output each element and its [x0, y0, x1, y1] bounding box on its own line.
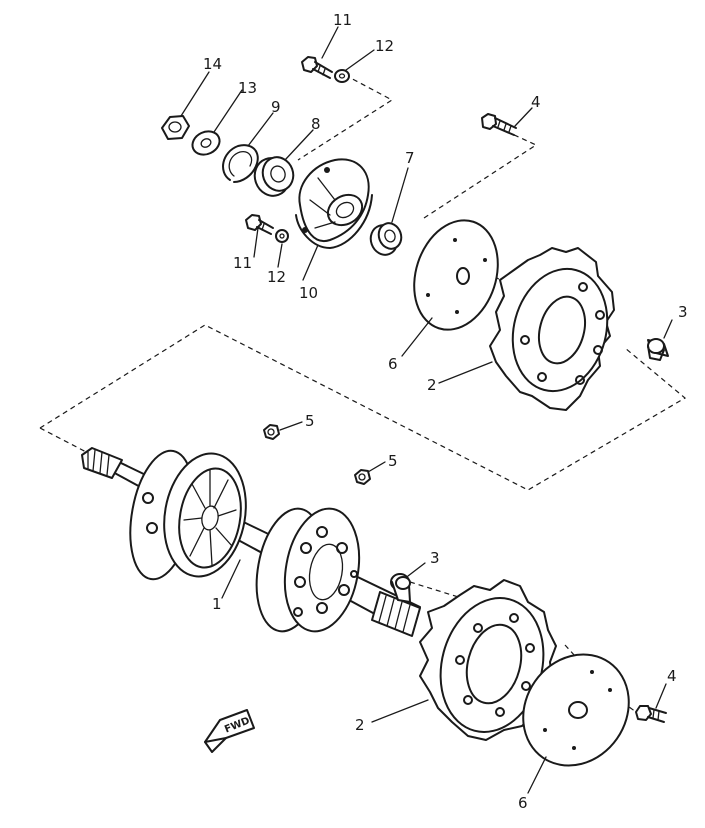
- washer-13: [191, 130, 221, 156]
- callout-10: 10: [299, 284, 318, 302]
- spacer-3-upper: [647, 338, 669, 361]
- callout-8: 8: [311, 115, 321, 133]
- callout-11-lower: 11: [233, 254, 252, 272]
- callout-4-lower: 4: [667, 667, 677, 685]
- bolt-4-lower: [635, 705, 667, 723]
- nut-5-lower: [354, 469, 371, 485]
- bolt-11-upper: [301, 56, 333, 79]
- callout-12-upper: 12: [375, 37, 394, 55]
- callout-5-lower: 5: [388, 452, 398, 470]
- nut-5-upper: [263, 424, 280, 440]
- callout-14: 14: [203, 55, 222, 73]
- part-callouts: 14 13 9 8 11 12 4 7 11 12 10 6 2 3 5 5 3…: [203, 11, 688, 812]
- callout-7: 7: [405, 149, 415, 167]
- callout-6-upper: 6: [388, 355, 398, 373]
- bolt-4-upper: [481, 113, 517, 136]
- callout-13: 13: [238, 79, 257, 97]
- sprocket-2-lower: [419, 579, 557, 741]
- callout-3-lower: 3: [430, 549, 440, 567]
- callout-12-lower: 12: [267, 268, 286, 286]
- wheel-hub-right: [255, 507, 361, 633]
- leader-lines: [180, 26, 673, 794]
- bearing-8: [253, 156, 295, 197]
- callout-2-upper: 2: [427, 376, 437, 394]
- callout-4-upper: 4: [531, 93, 541, 111]
- fwd-arrow-icon: FWD: [204, 709, 255, 753]
- callout-1: 1: [212, 595, 222, 613]
- washer-12-upper: [334, 69, 350, 83]
- oil-seal-7: [369, 222, 403, 256]
- callout-5-upper: 5: [305, 412, 315, 430]
- bearing-housing-10: [295, 158, 373, 249]
- spacer-3-lower: [390, 573, 411, 603]
- wheel-hub-left: [129, 449, 247, 581]
- callout-9: 9: [271, 98, 281, 116]
- callout-11-upper: 11: [333, 11, 352, 29]
- plate-6-upper: [413, 219, 499, 331]
- callout-3-upper: 3: [678, 303, 688, 321]
- bolt-11-lower: [245, 214, 274, 235]
- nut-14: [161, 115, 190, 140]
- plate-6-lower: [522, 653, 630, 767]
- circlip-9: [222, 144, 259, 183]
- washer-12-lower: [275, 229, 289, 243]
- sprocket-2-upper: [489, 247, 615, 411]
- callout-2-lower: 2: [355, 716, 365, 734]
- callout-6-lower: 6: [518, 794, 528, 812]
